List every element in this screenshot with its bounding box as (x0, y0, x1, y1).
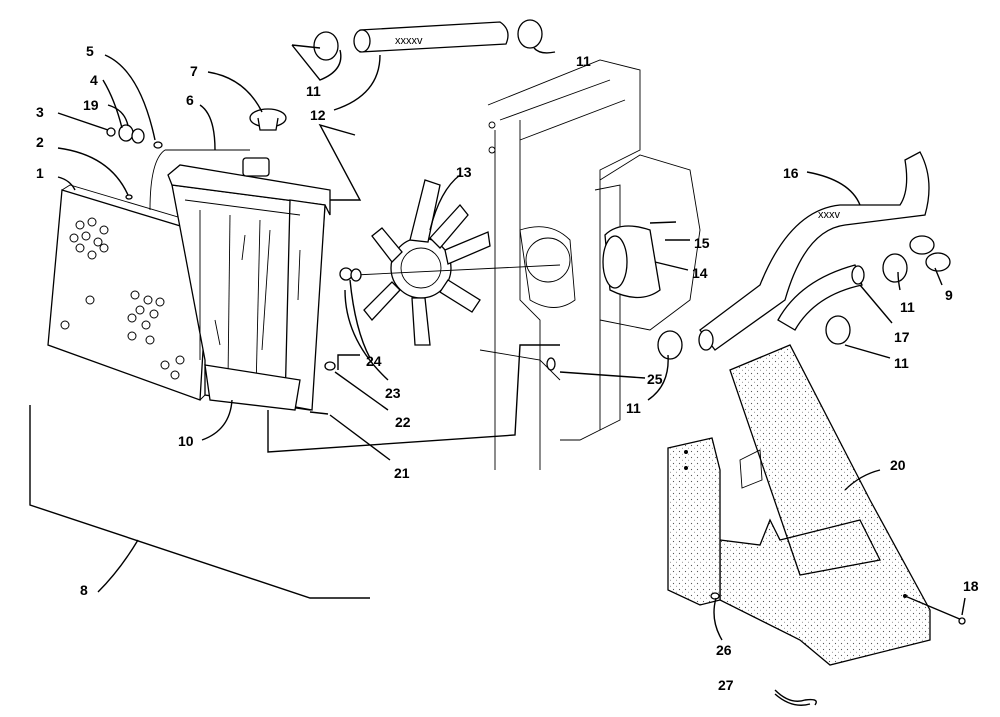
callout-27: 27 (718, 677, 734, 693)
grommet (774, 689, 817, 706)
callout-labels: 1 2 3 19 4 5 6 7 11 12 11 13 15 14 16 9 … (36, 43, 979, 693)
callout-16: 16 (783, 165, 799, 181)
radiator-cap (249, 108, 287, 131)
callout-13: 13 (456, 164, 472, 180)
callout-11-right-upper: 11 (900, 299, 915, 315)
callout-23: 23 (385, 385, 401, 401)
callout-20: 20 (890, 457, 906, 473)
callout-21: 21 (394, 465, 410, 481)
overflow-fittings (106, 124, 163, 200)
callout-22: 22 (395, 414, 411, 430)
callout-19: 19 (83, 97, 99, 113)
callout-18: 18 (963, 578, 979, 594)
callout-11-top-right: 11 (576, 53, 591, 69)
lower-hose: xxxv (698, 151, 951, 351)
callout-9: 9 (945, 287, 953, 303)
bottom-pan (29, 405, 370, 599)
callout-26: 26 (716, 642, 732, 658)
callout-7: 7 (190, 63, 198, 79)
callout-17: 17 (894, 329, 910, 345)
callout-15: 15 (694, 235, 710, 251)
callout-11-top-left: 11 (306, 83, 321, 99)
callout-2: 2 (36, 134, 44, 150)
bypass-hose (657, 253, 908, 360)
svg-text:xxxxv: xxxxv (395, 35, 423, 47)
callout-12: 12 (310, 107, 326, 123)
callout-11-right-lower: 11 (894, 355, 909, 371)
leader-lines (57, 44, 966, 641)
side-panel (667, 344, 931, 666)
callout-25: 25 (647, 371, 663, 387)
callout-8: 8 (80, 582, 88, 598)
callout-4: 4 (90, 72, 98, 88)
chassis-frame (479, 59, 701, 470)
callout-3: 3 (36, 104, 44, 120)
callout-24: 24 (366, 353, 382, 369)
fan-motor (602, 221, 677, 299)
callout-14: 14 (692, 265, 708, 281)
fasteners (309, 357, 966, 625)
cooling-fan (354, 179, 561, 346)
upper-hose: xxxxv (313, 19, 543, 61)
svg-text:xxxv: xxxv (818, 209, 841, 221)
radiator (149, 149, 331, 411)
callout-5: 5 (86, 43, 94, 59)
fan-washers (339, 267, 362, 282)
callout-1: 1 (36, 165, 44, 181)
callout-6: 6 (186, 92, 194, 108)
callout-10: 10 (178, 433, 194, 449)
callout-11-middle: 11 (626, 400, 641, 416)
